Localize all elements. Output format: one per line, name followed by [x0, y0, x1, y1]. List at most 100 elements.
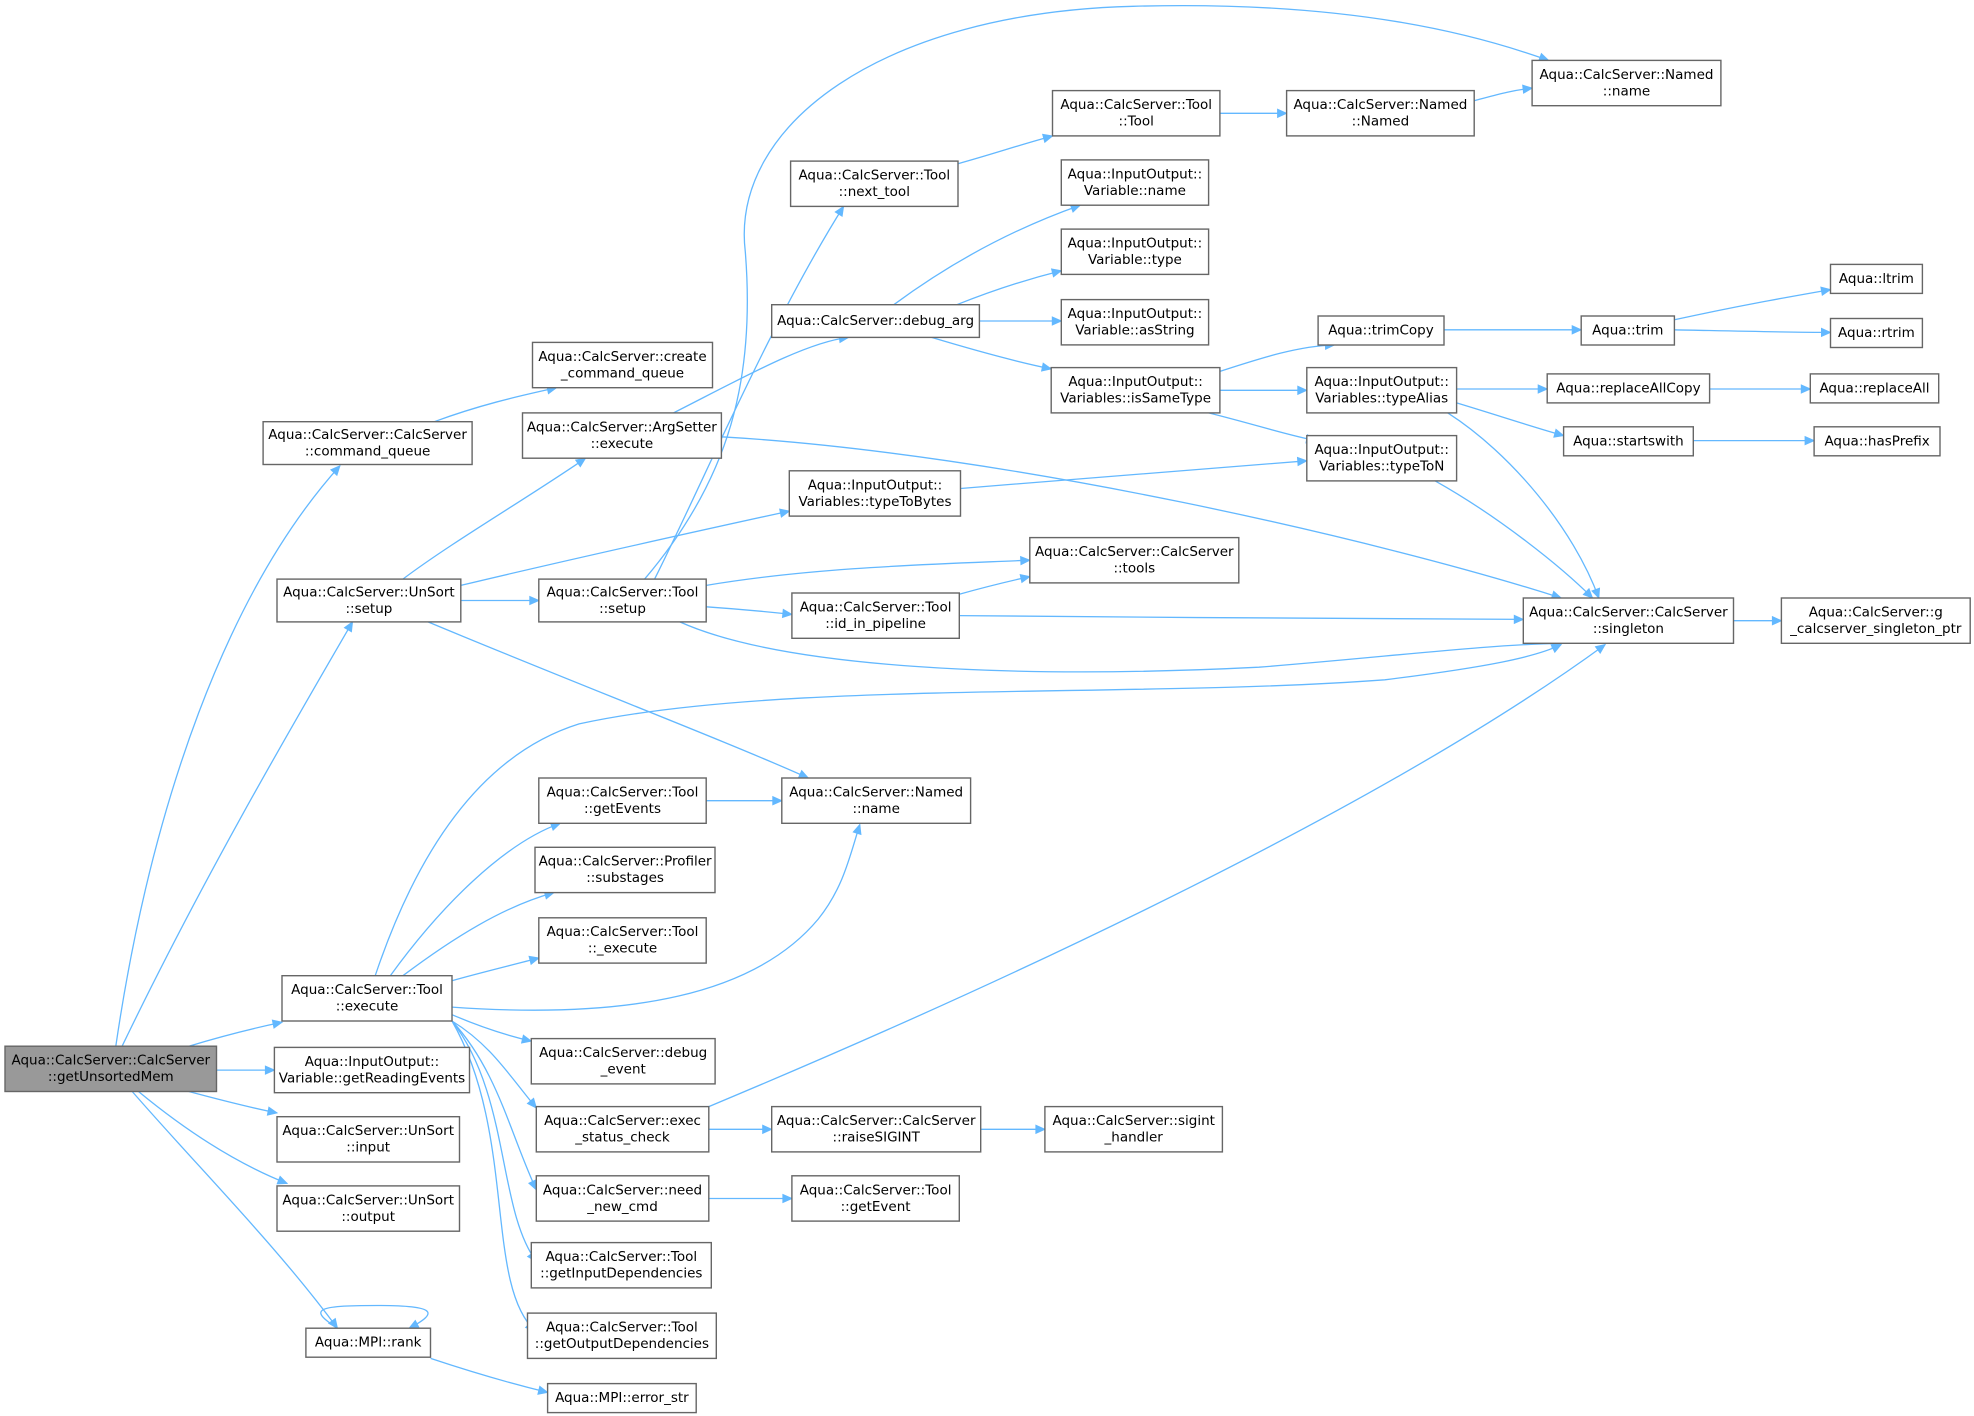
node-id_in_pipeline[interactable]: Aqua::CalcServer::Tool::id_in_pipeline: [791, 592, 961, 639]
edge-unsort_setup-to-argsetter: [402, 457, 587, 580]
node-box: [1809, 373, 1940, 404]
node-label-line: Variable::getReadingEvents: [279, 1070, 465, 1086]
edge-line: [374, 644, 1562, 976]
node-label-line: ::next_tool: [839, 184, 910, 200]
edge-next_tool-to-tool_tool: [957, 133, 1054, 165]
node-cq[interactable]: Aqua::CalcServer::CalcServer::command_qu…: [262, 421, 473, 466]
node-typeton[interactable]: Aqua::InputOutput::Variables::typeToN: [1306, 434, 1458, 482]
node-sigint[interactable]: Aqua::CalcServer::sigint_handler: [1044, 1105, 1224, 1153]
node-mpi_error_str[interactable]: Aqua::MPI::error_str: [546, 1382, 697, 1414]
node-debug_event[interactable]: Aqua::CalcServer::debug_event: [530, 1037, 716, 1085]
node-label-line: Aqua::CalcServer::Tool: [800, 599, 952, 615]
node-tool_tool[interactable]: Aqua::CalcServer::Tool::Tool: [1051, 89, 1221, 137]
edge-line: [460, 510, 790, 587]
node-named_name_top[interactable]: Aqua::CalcServer::Named::name: [1531, 59, 1722, 107]
edge-arrowhead: [1550, 644, 1563, 654]
node-getevent[interactable]: Aqua::CalcServer::Tool::getEvent: [791, 1175, 961, 1222]
node-g_singleton[interactable]: Aqua::CalcServer::g_calcserver_singleton…: [1780, 597, 1971, 644]
node-named_named[interactable]: Aqua::CalcServer::Named::Named: [1285, 89, 1475, 137]
node-substages[interactable]: Aqua::CalcServer::Profiler::substages: [534, 846, 716, 894]
node-replaceallcopy[interactable]: Aqua::replaceAllCopy: [1546, 373, 1711, 404]
node-mpi_rank[interactable]: Aqua::MPI::rank: [305, 1327, 432, 1358]
edge-line: [1674, 288, 1831, 321]
edge-root-to-getreadingevents: [216, 1065, 276, 1075]
node-need_new_cmd[interactable]: Aqua::CalcServer::need_new_cmd: [535, 1175, 710, 1222]
node-getevents[interactable]: Aqua::CalcServer::Tool::getEvents: [538, 777, 707, 824]
node-typetobytes[interactable]: Aqua::InputOutput::Variables::typeToByte…: [788, 470, 962, 517]
node-getinputdeps[interactable]: Aqua::CalcServer::Tool::getInputDependen…: [530, 1241, 712, 1289]
edge-arrowhead: [1040, 362, 1053, 372]
node-var_type[interactable]: Aqua::InputOutput::Variable::type: [1060, 228, 1210, 276]
node-label-line: Aqua::CalcServer::CalcServer: [777, 1113, 976, 1129]
node-label-line: ::tools: [1113, 561, 1155, 577]
node-unsort_setup[interactable]: Aqua::CalcServer::UnSort::setup: [276, 578, 462, 623]
node-label-line: ::input: [346, 1140, 390, 1156]
node-trimcopy[interactable]: Aqua::trimCopy: [1317, 315, 1445, 346]
node-unsort_input[interactable]: Aqua::CalcServer::UnSort::input: [276, 1115, 461, 1163]
edge-line: [931, 336, 1052, 370]
node-getreadingevents[interactable]: Aqua::InputOutput::Variable::getReadingE…: [273, 1046, 471, 1094]
nodes-layer: Aqua::CalcServer::CalcServer::getUnsorte…: [4, 59, 1971, 1414]
node-box: [535, 1105, 710, 1153]
node-issametype[interactable]: Aqua::InputOutput::Variables::isSameType: [1050, 366, 1221, 414]
node-trim[interactable]: Aqua::trim: [1580, 315, 1676, 346]
edge-arrowhead: [266, 1106, 279, 1116]
edge-trim-to-rtrim: [1674, 327, 1832, 338]
node-box: [1780, 597, 1971, 644]
node-_execute[interactable]: Aqua::CalcServer::Tool::_execute: [538, 917, 707, 964]
edge-line: [430, 1357, 548, 1394]
node-startswith[interactable]: Aqua::startswith: [1562, 426, 1694, 457]
edge-arrowhead: [1804, 435, 1816, 446]
node-next_tool[interactable]: Aqua::CalcServer::Tool::next_tool: [789, 160, 959, 208]
node-unsort_output[interactable]: Aqua::CalcServer::UnSort::output: [276, 1185, 461, 1232]
node-typealias[interactable]: Aqua::InputOutput::Variables::typeAlias: [1306, 366, 1458, 414]
node-box: [789, 160, 959, 208]
node-named_name_mid[interactable]: Aqua::CalcServer::Named::name: [781, 777, 972, 824]
edge-line: [451, 1020, 537, 1109]
node-raisesigint[interactable]: Aqua::CalcServer::CalcServer::raiseSIGIN…: [771, 1105, 982, 1153]
node-hasprefix[interactable]: Aqua::hasPrefix: [1813, 426, 1941, 457]
node-ccq[interactable]: Aqua::CalcServer::create_command_queue: [531, 341, 714, 389]
edge-line: [451, 1020, 537, 1190]
node-var_name[interactable]: Aqua::InputOutput::Variable::name: [1060, 159, 1210, 206]
edge-line: [131, 1091, 338, 1329]
node-tool_setup[interactable]: Aqua::CalcServer::Tool::setup: [538, 578, 707, 623]
node-label-line: Variables::isSameType: [1060, 391, 1211, 407]
node-tool_execute[interactable]: Aqua::CalcServer::Tool::execute: [281, 975, 453, 1022]
edge-arrowhead: [1297, 385, 1309, 396]
node-box: [771, 1105, 982, 1153]
node-label-line: ::output: [341, 1209, 395, 1225]
node-label-line: Aqua::replaceAllCopy: [1556, 380, 1700, 396]
node-rtrim[interactable]: Aqua::rtrim: [1829, 317, 1924, 349]
node-label-line: Variable::name: [1084, 183, 1186, 199]
node-getoutputdeps[interactable]: Aqua::CalcServer::Tool::getOutputDepende…: [526, 1312, 718, 1360]
node-debug_arg[interactable]: Aqua::CalcServer::debug_arg: [771, 304, 981, 339]
node-tools[interactable]: Aqua::CalcServer::CalcServer::tools: [1029, 536, 1240, 584]
node-exec_status[interactable]: Aqua::CalcServer::exec_status_check: [535, 1105, 710, 1153]
node-ltrim[interactable]: Aqua::ltrim: [1829, 263, 1924, 295]
node-root[interactable]: Aqua::CalcServer::CalcServer::getUnsorte…: [4, 1045, 218, 1093]
edge-arrowhead: [343, 620, 354, 633]
node-box: [1050, 366, 1221, 414]
node-box: [1546, 373, 1711, 404]
edge-arrowhead: [782, 1193, 794, 1204]
node-label-line: Aqua::InputOutput::: [1068, 166, 1202, 182]
edge-trimcopy-to-trim: [1444, 325, 1583, 335]
node-box: [546, 1382, 697, 1414]
node-box: [1531, 59, 1722, 107]
node-label-line: Aqua::MPI::rank: [315, 1335, 422, 1351]
node-var_asstring[interactable]: Aqua::InputOutput::Variable::asString: [1060, 298, 1210, 346]
node-box: [781, 777, 972, 824]
edge-tool_execute-to-named_name_mid: [451, 823, 862, 1011]
node-argsetter[interactable]: Aqua::CalcServer::ArgSetter::execute: [521, 412, 723, 459]
node-label-line: Aqua::CalcServer::CalcServer: [1529, 604, 1728, 620]
edge-arrowhead: [1821, 327, 1832, 338]
node-replaceall[interactable]: Aqua::replaceAll: [1809, 373, 1940, 404]
edge-arrowhead: [1582, 587, 1594, 599]
node-box: [276, 1185, 461, 1232]
edge-line: [1219, 344, 1335, 373]
node-label-line: Aqua::CalcServer::Named: [789, 784, 963, 800]
node-singleton[interactable]: Aqua::CalcServer::CalcServer::singleton: [1522, 597, 1735, 644]
node-label-line: Aqua::MPI::error_str: [555, 1390, 689, 1406]
edge-tool_setup-to-id_in_pipeline: [706, 606, 794, 619]
